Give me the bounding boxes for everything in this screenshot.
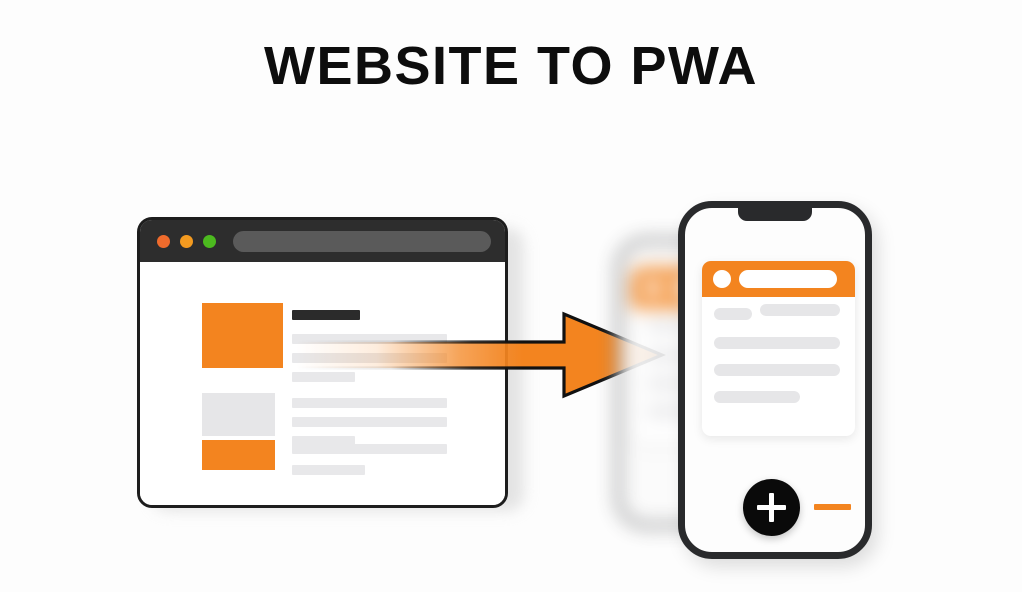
content-text-line — [292, 465, 365, 475]
content-thumbnail — [202, 303, 283, 368]
add-to-home-fab[interactable] — [743, 479, 800, 536]
content-thumbnail — [202, 440, 275, 470]
content-text-line — [292, 417, 447, 427]
app-card-text-line — [714, 308, 752, 320]
app-card-text-line — [714, 364, 840, 376]
phone-notch — [738, 207, 812, 221]
content-text-line — [292, 398, 447, 408]
app-card-text-line — [714, 337, 840, 349]
minimize-dot[interactable] — [180, 235, 193, 248]
content-text-line — [292, 372, 355, 382]
maximize-dot[interactable] — [203, 235, 216, 248]
content-heading-bar — [292, 310, 360, 320]
app-search-pill[interactable] — [739, 270, 837, 288]
app-card-text-line — [714, 391, 800, 403]
content-text-line — [292, 334, 447, 344]
ghost-card-text-line — [646, 320, 688, 331]
address-bar[interactable] — [233, 231, 491, 252]
browser-titlebar — [140, 220, 505, 262]
conversion-arrow — [296, 310, 666, 400]
ghost-app-avatar-circle — [644, 279, 662, 297]
app-avatar-circle[interactable] — [713, 270, 731, 288]
pwa-phone-mockup[interactable] — [678, 201, 872, 559]
content-text-line — [292, 444, 447, 454]
plus-icon-vertical — [769, 493, 774, 522]
orange-dash-indicator — [814, 504, 851, 510]
browser-content — [140, 262, 505, 505]
content-text-line — [292, 436, 355, 446]
page-title: WEBSITE TO PWA — [263, 36, 759, 96]
content-thumbnail — [202, 393, 275, 436]
close-dot[interactable] — [157, 235, 170, 248]
pwa-app-card[interactable] — [702, 261, 855, 436]
app-header-bar — [702, 261, 855, 297]
app-card-text-line — [760, 304, 840, 316]
